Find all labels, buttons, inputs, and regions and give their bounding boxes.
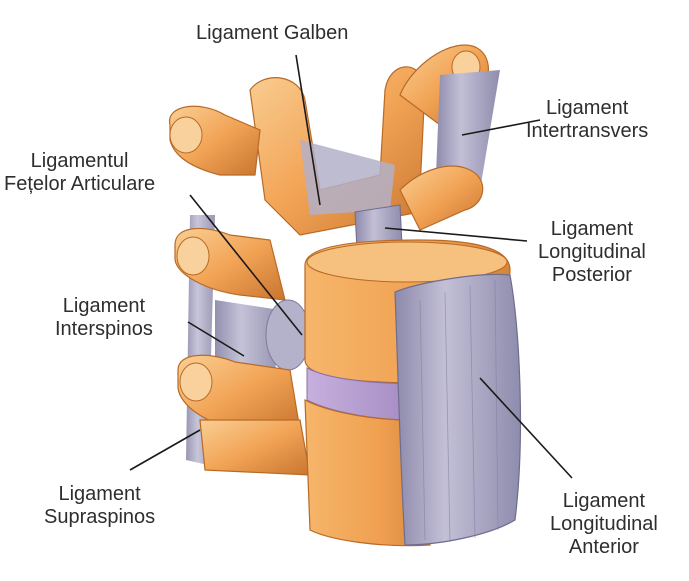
facet-capsule-ligament-shape <box>265 299 311 371</box>
label-line: Longitudinal <box>550 513 658 535</box>
leader-line-galben <box>295 54 321 206</box>
label-line: Ligament <box>58 483 141 505</box>
middle-right-transverse-process <box>399 165 484 231</box>
leader-line-fete-articulare <box>189 194 303 336</box>
leader-line-intertransvers <box>461 119 541 136</box>
lower-posterior-arch <box>199 419 311 476</box>
label-line: Ligament <box>550 218 634 240</box>
leader-line-longitudinal-posterior <box>384 227 528 242</box>
ligamentum-flavum-shape <box>300 140 395 215</box>
label-ligament-galben: Ligament Galben <box>196 22 348 45</box>
label-line: Posterior <box>551 264 632 286</box>
label-line: Ligament <box>62 295 146 317</box>
label-ligamentul-fetelor-articulare: Ligamentul Fețelor Articulare <box>4 150 155 196</box>
label-ligament-intertransvers: Ligament Intertransvers <box>526 97 648 143</box>
label-line: Longitudinal <box>538 241 646 263</box>
label-line: Interspinos <box>55 318 153 340</box>
leader-line-supraspinos <box>129 429 201 471</box>
leader-line-interspinos <box>187 321 245 357</box>
label-line: Ligament <box>545 97 629 119</box>
anterior-longitudinal-ligament-shape <box>394 273 522 546</box>
interspinous-ligament-shape <box>215 300 280 375</box>
label-line: Intertransvers <box>526 120 649 142</box>
leader-line-longitudinal-anterior <box>479 377 573 479</box>
label-line: Ligament <box>562 490 646 512</box>
label-ligament-supraspinos: Ligament Supraspinos <box>44 483 155 529</box>
label-line: Supraspinos <box>44 506 156 528</box>
label-ligament-longitudinal-posterior: Ligament Longitudinal Posterior <box>538 218 646 287</box>
label-line: Ligamentul <box>30 150 129 172</box>
label-ligament-longitudinal-anterior: Ligament Longitudinal Anterior <box>550 490 658 559</box>
leader-lines <box>129 54 573 479</box>
label-line: Ligament Galben <box>196 22 349 44</box>
label-line: Fețelor Articulare <box>4 173 156 195</box>
label-line: Anterior <box>568 536 639 558</box>
label-ligament-interspinos: Ligament Interspinos <box>55 295 153 341</box>
lower-vertebral-body <box>304 398 431 547</box>
